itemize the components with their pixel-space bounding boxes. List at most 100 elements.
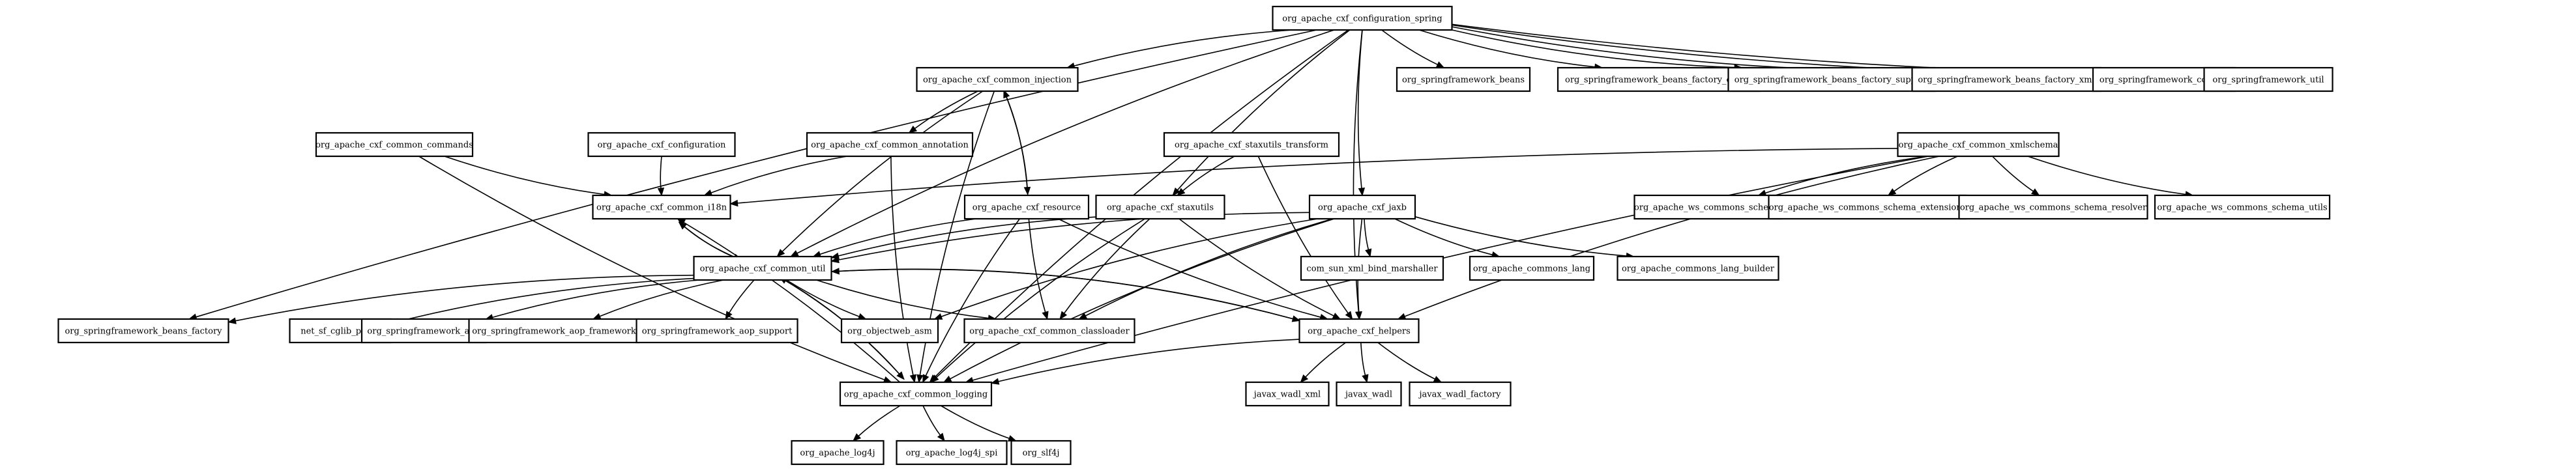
edge-line (1182, 156, 1235, 191)
node-staxutils-transform: org_apache_cxf_staxutils_transform (1163, 132, 1340, 158)
node-label: org_apache_cxf_staxutils_transform (1175, 141, 1328, 150)
node-label: org_apache_commons_lang (1473, 264, 1590, 274)
node-label: org_springframework_aop (367, 327, 480, 337)
edge-jaxb-to-classloader (1078, 218, 1333, 320)
edge-line (1305, 342, 1347, 378)
node-box (963, 194, 1090, 220)
node-wadl-factory: javax_wadl_factory (1409, 381, 1512, 407)
edge-common-util-to-objectweb-asm (786, 279, 867, 320)
edge-line (1074, 29, 1293, 66)
edge-line (1177, 29, 1351, 191)
edge-line (922, 405, 941, 436)
edge-staxutils-to-logging (930, 218, 1145, 383)
nodes-layer: org_apache_cxf_configuration_spring org_a… (57, 5, 2334, 466)
edge-line (890, 156, 914, 376)
node-box (57, 318, 229, 344)
edge-line (1381, 29, 1438, 65)
edge-line (684, 226, 742, 260)
edge-line (915, 91, 978, 130)
edge-logging-to-i18n (677, 218, 901, 383)
node-ws-schema-utils: org_apache_ws_commons_schema_utils (2154, 194, 2331, 220)
node-box (592, 194, 731, 220)
node-i18n: org_apache_cxf_common_i18n (592, 194, 731, 220)
node-box (1557, 66, 1761, 92)
arrowhead-icon (1172, 187, 1180, 196)
edge-resource-to-common-util (812, 218, 976, 258)
edge-helpers-to-wadl (1360, 342, 1369, 384)
node-box (1897, 132, 2060, 158)
node-label: org_apache_cxf_common_injection (923, 76, 1072, 85)
edge-line (998, 339, 1300, 382)
arrowhead-icon (830, 256, 840, 264)
node-label: com_sun_xml_bind_marshaller (1306, 264, 1438, 274)
edge-line (838, 216, 1096, 257)
node-com-sun-xml: com_sun_xml_bind_marshaller (1300, 255, 1444, 281)
node-box (636, 318, 798, 344)
edge-helpers-to-wadl-factory (1377, 342, 1442, 383)
node-ws-schema-ext: org_apache_ws_commons_schema_extensions (1768, 194, 1967, 220)
node-label: org_apache_cxf_common_i18n (596, 203, 727, 213)
edge-line (492, 279, 699, 318)
edge-line (1057, 218, 1321, 318)
edge-conf-spring-to-injection (1066, 29, 1293, 70)
node-label: org_apache_cxf_resource (973, 203, 1081, 213)
arrowhead-icon (943, 375, 952, 383)
edge-line (941, 218, 1318, 317)
edge-jaxb-to-commons-lang-builder (1414, 216, 1635, 260)
arrowhead-icon (1435, 61, 1445, 68)
node-box (806, 132, 974, 158)
node-box (1633, 194, 1782, 220)
node-slf4j: org_slf4j (1010, 440, 1072, 466)
arrowhead-icon (1362, 374, 1369, 384)
edge-line (1764, 156, 1928, 194)
node-box (1958, 194, 2148, 220)
arrowhead-icon (657, 188, 665, 197)
arrowhead-icon (1300, 374, 1309, 383)
edge-common-util-to-classloader (816, 279, 997, 322)
arrowhead-icon (930, 374, 939, 383)
edge-line (1085, 218, 1333, 316)
node-sf-beans: org_springframework_beans (1396, 66, 1531, 92)
edge-common-util-to-sf-beans-factory (227, 274, 694, 324)
node-classloader: org_apache_cxf_common_classloader (963, 318, 1135, 344)
node-label: org_apache_cxf_jaxb (1318, 203, 1407, 213)
edge-line (782, 91, 984, 252)
arrowhead-icon (1433, 376, 1442, 383)
edge-line (235, 274, 694, 322)
arrowhead-icon (1042, 311, 1049, 320)
edge-line (1394, 218, 1493, 256)
node-common-util: org_apache_cxf_common_util (693, 255, 832, 281)
node-sf-aop: org_springframework_aop (360, 318, 487, 344)
edge-line (2027, 156, 2186, 195)
node-conf-spring: org_apache_cxf_configuration_spring (1272, 5, 1453, 31)
node-box (1095, 194, 1225, 220)
node-box (963, 318, 1135, 344)
node-box (791, 440, 885, 466)
edge-jaxb-to-com-sun-xml (1364, 218, 1372, 258)
edge-line (1894, 156, 1958, 192)
node-label: org_apache_cxf_common_commands (315, 141, 473, 150)
edge-line (1178, 218, 1334, 316)
arrowhead-icon (1355, 311, 1362, 320)
edge-line (599, 279, 724, 317)
node-box (1298, 318, 1420, 344)
node-label: org_apache_cxf_configuration_spring (1282, 14, 1442, 24)
edge-xmlschema-to-helpers (1397, 156, 1940, 320)
node-label: org_springframework_context (2100, 76, 2229, 85)
edge-line (1063, 218, 1150, 314)
node-box (1768, 194, 1967, 220)
node-injection: org_apache_cxf_common_injection (916, 66, 1079, 92)
node-label: org_apache_log4j_spi (906, 449, 998, 458)
edge-line (1006, 96, 1029, 195)
node-jaxb: org_apache_cxf_jaxb (1308, 194, 1416, 220)
edge-logging-to-slf4j (940, 405, 1017, 442)
edge-line (710, 156, 847, 193)
node-label: javax_wadl_factory (1418, 390, 1501, 400)
node-label: org_apache_ws_commons_schema (1634, 203, 1781, 213)
arrowhead-icon (1003, 89, 1010, 99)
node-sf-beans-factory: org_springframework_beans_factory (57, 318, 229, 344)
edge-staxutils-transform-to-staxutils (1177, 156, 1235, 196)
arrowhead-icon (916, 374, 924, 384)
node-box (1469, 255, 1595, 281)
